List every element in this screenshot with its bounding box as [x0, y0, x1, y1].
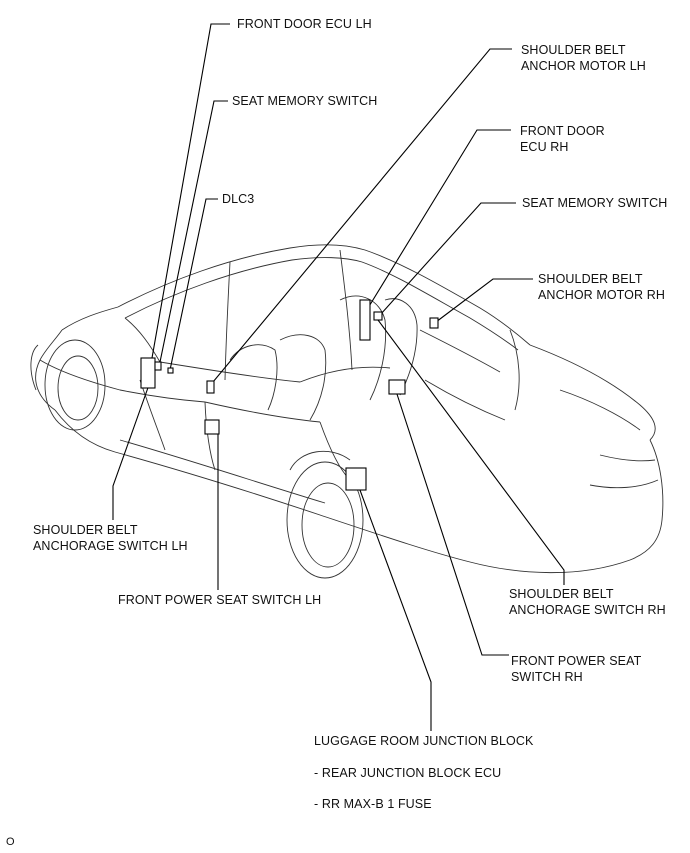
shoulder-belt-anchor-motor-lh-part [206, 380, 215, 394]
label-line: ANCHOR MOTOR RH [538, 288, 665, 302]
front-power-seat-switch-rh-part [388, 379, 406, 395]
shoulder-belt-anchor-motor-rh-part [429, 317, 439, 329]
label-seat-memory-switch-lh: SEAT MEMORY SWITCH [232, 94, 378, 108]
components [140, 299, 439, 491]
label-shoulder-belt-anchorage-switch-rh: SHOULDER BELT ANCHORAGE SWITCH RH [509, 586, 666, 618]
luggage-room-junction-block-part [345, 467, 367, 491]
label-line: FRONT DOOR [520, 124, 605, 138]
front-door-ecu-rh-part [359, 299, 371, 341]
label-line: FRONT POWER SEAT [511, 654, 642, 668]
label-luggage-room-junction-block: LUGGAGE ROOM JUNCTION BLOCK [314, 734, 534, 748]
seat-memory-switch-rh-part [373, 311, 383, 321]
label-line: SHOULDER BELT [538, 272, 643, 286]
label-shoulder-belt-anchor-motor-lh: SHOULDER BELT ANCHOR MOTOR LH [521, 42, 646, 74]
label-seat-memory-switch-rh: SEAT MEMORY SWITCH [522, 196, 668, 210]
leader-lines [112, 23, 565, 731]
label-front-door-ecu-lh: FRONT DOOR ECU LH [237, 17, 372, 31]
label-front-power-seat-switch-lh: FRONT POWER SEAT SWITCH LH [118, 593, 322, 607]
label-front-power-seat-switch-rh: FRONT POWER SEAT SWITCH RH [511, 653, 641, 685]
figure-code: O [6, 836, 15, 848]
label-shoulder-belt-anchor-motor-rh: SHOULDER BELT ANCHOR MOTOR RH [538, 271, 665, 303]
car-body-outline [30, 244, 664, 579]
label-line: ANCHORAGE SWITCH RH [509, 603, 666, 617]
front-power-seat-switch-lh-part [204, 419, 220, 435]
label-front-door-ecu-rh: FRONT DOOR ECU RH [520, 123, 605, 155]
label-line: SWITCH RH [511, 670, 583, 684]
seat-memory-switch-lh-part [154, 361, 162, 371]
label-dlc3: DLC3 [222, 192, 255, 206]
label-line: ANCHOR MOTOR LH [521, 59, 646, 73]
front-door-ecu-lh-part [140, 357, 156, 389]
label-line: ANCHORAGE SWITCH LH [33, 539, 188, 553]
label-line: ECU RH [520, 140, 569, 154]
label-line: SHOULDER BELT [509, 587, 614, 601]
dlc3-part [167, 367, 174, 374]
label-line: SHOULDER BELT [33, 523, 138, 537]
label-shoulder-belt-anchorage-switch-lh: SHOULDER BELT ANCHORAGE SWITCH LH [33, 522, 188, 554]
label-rear-junction-block-ecu: - REAR JUNCTION BLOCK ECU [314, 766, 502, 780]
label-rr-max-b-fuse: - RR MAX-B 1 FUSE [314, 797, 432, 811]
label-line: SHOULDER BELT [521, 43, 626, 57]
